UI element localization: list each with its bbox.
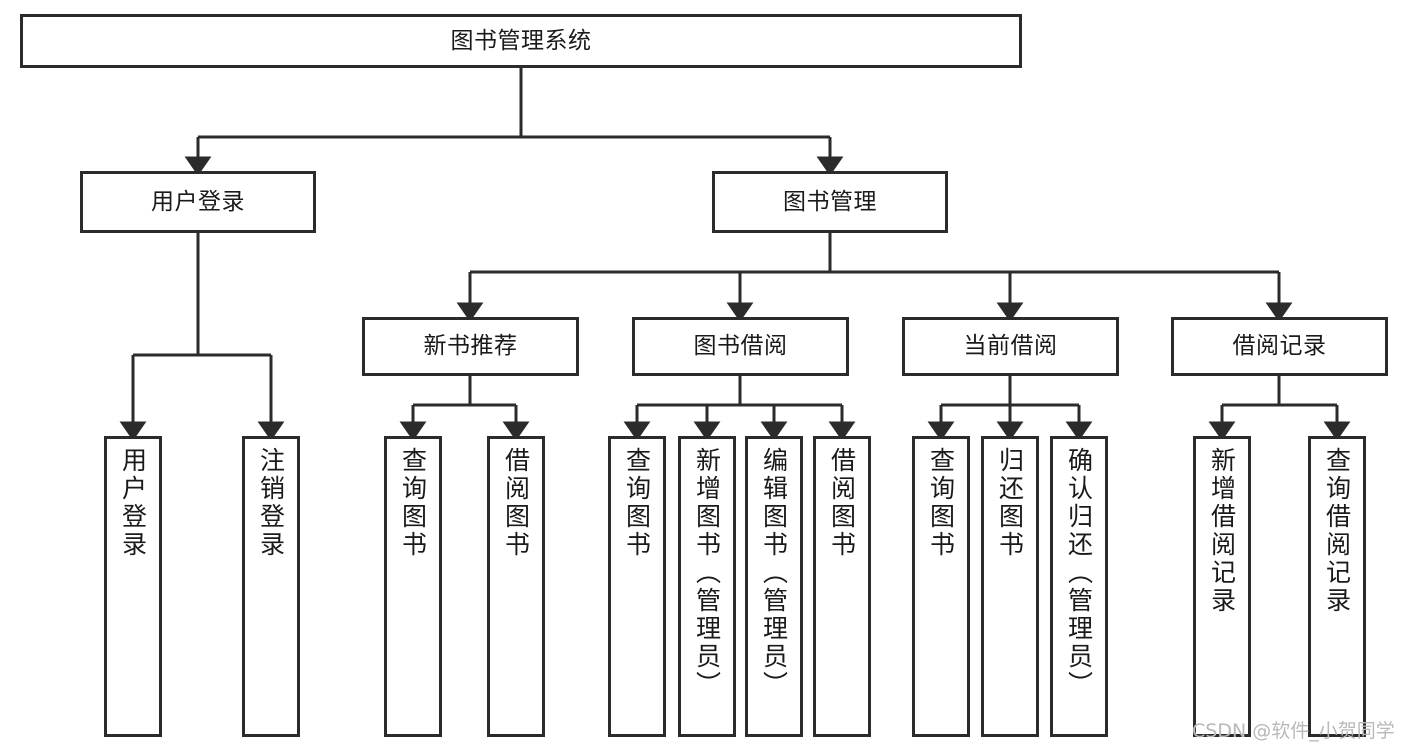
node-book-manage[interactable]: 图书管理 [712, 171, 948, 233]
node-leaf-query-record[interactable]: 查询借阅记录 [1308, 436, 1366, 737]
node-leaf-edit-book[interactable]: 编辑图书（管理员） [745, 436, 803, 737]
node-leaf-query-book-2[interactable]: 查询图书 [608, 436, 666, 737]
node-current-borrow[interactable]: 当前借阅 [902, 317, 1119, 376]
node-leaf-return-book[interactable]: 归还图书 [981, 436, 1039, 737]
node-leaf-add-book[interactable]: 新增图书（管理员） [678, 436, 736, 737]
node-root-system[interactable]: 图书管理系统 [20, 14, 1022, 68]
node-label: 编辑图书（管理员） [759, 447, 789, 699]
node-label: 新增借阅记录 [1207, 447, 1237, 615]
node-label: 图书管理系统 [450, 27, 592, 54]
node-label: 查询图书 [398, 447, 428, 559]
node-user-login[interactable]: 用户登录 [80, 171, 316, 233]
node-leaf-query-book-3[interactable]: 查询图书 [912, 436, 970, 737]
node-label: 确认归还（管理员） [1064, 447, 1094, 699]
node-book-borrow[interactable]: 图书借阅 [632, 317, 849, 376]
node-label: 图书借阅 [693, 333, 788, 360]
node-borrow-record[interactable]: 借阅记录 [1171, 317, 1388, 376]
node-label: 新增图书（管理员） [692, 447, 722, 699]
node-label: 借阅记录 [1232, 333, 1327, 360]
node-label: 归还图书 [995, 447, 1025, 559]
node-label: 查询图书 [926, 447, 956, 559]
node-leaf-user-login[interactable]: 用户登录 [104, 436, 162, 737]
node-new-book-recommend[interactable]: 新书推荐 [362, 317, 579, 376]
node-leaf-borrow-book-2[interactable]: 借阅图书 [813, 436, 871, 737]
node-leaf-query-book-1[interactable]: 查询图书 [384, 436, 442, 737]
node-label: 当前借阅 [963, 333, 1058, 360]
node-leaf-confirm-return[interactable]: 确认归还（管理员） [1050, 436, 1108, 737]
node-label: 借阅图书 [827, 447, 857, 559]
node-label: 借阅图书 [501, 447, 531, 559]
csdn-watermark: CSDN @软件_小贺同学 [1192, 720, 1395, 742]
node-label: 查询图书 [622, 447, 652, 559]
node-leaf-logout-login[interactable]: 注销登录 [242, 436, 300, 737]
node-label: 用户登录 [118, 447, 148, 559]
node-leaf-borrow-book-1[interactable]: 借阅图书 [487, 436, 545, 737]
node-label: 注销登录 [256, 447, 286, 559]
node-label: 用户登录 [151, 188, 245, 215]
node-leaf-add-record[interactable]: 新增借阅记录 [1193, 436, 1251, 737]
node-label: 新书推荐 [423, 333, 518, 360]
node-label: 查询借阅记录 [1322, 447, 1352, 615]
node-label: 图书管理 [783, 188, 877, 215]
